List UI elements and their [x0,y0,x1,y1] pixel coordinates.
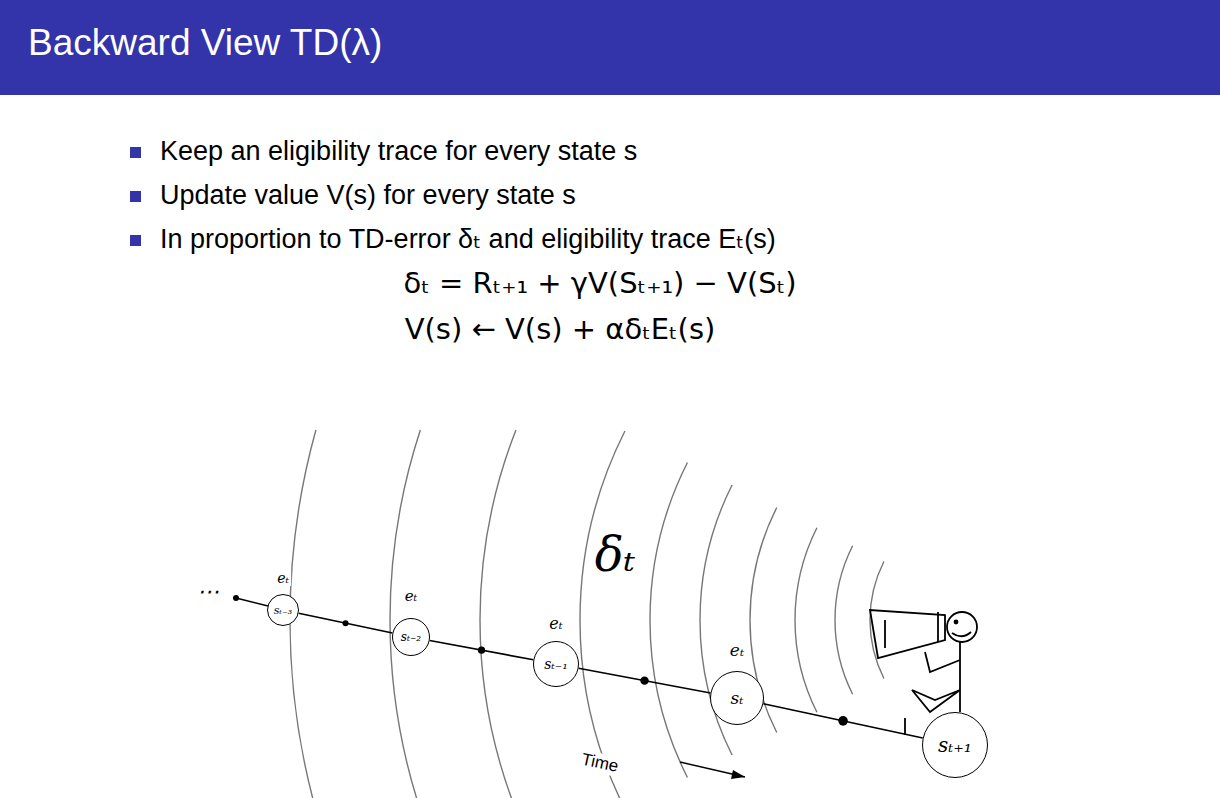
trace-label: eₜ [275,570,291,586]
trajectory-line [579,668,711,693]
bullet-text: Update value V(s) for every state s [160,180,576,211]
state-circle: sₜ₋₂ [392,618,430,656]
state-name: sₜ₋₂ [401,630,421,644]
state-name: sₜ₋₁ [544,656,568,672]
bullet-square [130,191,141,202]
trace-label: eₜ [547,615,564,633]
trajectory-line [763,704,922,738]
state-name: sₜ₊₁ [938,733,972,757]
trace-label: eₜ [728,641,746,661]
ellipsis: ⋯ [195,579,221,604]
td-error-label: δₜ [593,527,638,582]
state-circle: sₜ [710,671,764,725]
bullet-text: In proportion to TD-error δₜ and eligibi… [160,224,776,255]
state-name: sₜ [731,688,744,708]
state-circle: sₜ₋₁ [533,641,579,687]
state-circle: sₜ₊₁ [922,712,988,778]
trajectory-line [299,613,393,633]
state-circle: sₜ₋₃ [267,594,299,626]
equation: δₜ = Rₜ₊₁ + γV(Sₜ₊₁) − V(Sₜ) [403,267,796,300]
state-name: sₜ₋₃ [274,604,293,617]
trajectory-line [430,640,534,659]
equation: V(s) ← V(s) + αδₜEₜ(s) [405,313,716,346]
axis-label: Time [578,749,622,777]
bullet-square [130,147,141,158]
slide-title: Backward View TD(λ) [28,22,382,64]
trace-label: eₜ [403,588,420,605]
bullet-square [130,235,141,246]
bullet-text: Keep an eligibility trace for every stat… [160,136,637,167]
